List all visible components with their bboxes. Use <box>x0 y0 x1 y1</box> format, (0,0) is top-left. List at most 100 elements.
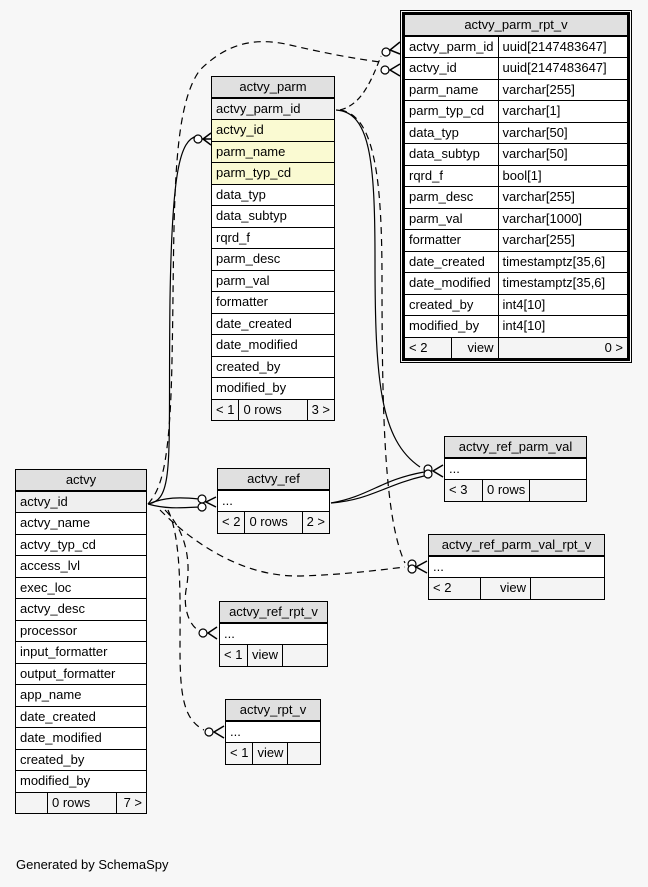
table-title[interactable]: actvy <box>15 469 147 492</box>
table-title[interactable]: actvy_parm_rpt_v <box>403 13 629 37</box>
column-name: date_modified <box>403 272 499 295</box>
edge-actvy-ref-to-actvy-ref-parm-val <box>330 471 425 504</box>
column-type: varchar[1000] <box>497 207 630 230</box>
column-name: data_typ <box>403 121 499 144</box>
column-row[interactable]: created_by <box>15 748 147 771</box>
column-row[interactable]: actvy_name <box>15 512 147 535</box>
column-ellipsis: ... <box>225 720 321 743</box>
column-row[interactable]: date_modified <box>211 334 335 357</box>
edge-optional-marker <box>380 65 390 75</box>
table-actvy-ref[interactable]: actvy_ref ... < 2 0 rows 2 > <box>216 468 331 534</box>
edge-optional-marker <box>197 502 207 512</box>
row-count: view <box>246 644 284 667</box>
column-row[interactable]: actvy_id <box>15 490 147 513</box>
column-row[interactable]: parm_name <box>211 140 335 163</box>
edge-crowfoot-marker <box>414 560 428 574</box>
column-row[interactable]: parm_desc <box>211 248 335 271</box>
column-row[interactable]: input_formatter <box>15 641 147 664</box>
column-row[interactable]: modified_by <box>15 770 147 793</box>
column-name: date_modified <box>211 334 335 357</box>
table-title[interactable]: actvy_rpt_v <box>225 699 321 722</box>
table-title[interactable]: actvy_ref_parm_val <box>444 436 587 459</box>
column-name: parm_val <box>403 207 499 230</box>
parents-count: < 2 <box>216 511 246 534</box>
edge-optional-marker <box>423 469 433 479</box>
table-actvy-ref-parm-val-rpt-v[interactable]: actvy_ref_parm_val_rpt_v ... < 2 view <box>428 534 605 600</box>
parents-count: < 1 <box>219 644 248 667</box>
edge-optional-marker <box>198 628 208 638</box>
column-type: timestamptz[35,6] <box>497 250 630 273</box>
column-row[interactable]: date_created <box>15 705 147 728</box>
column-ellipsis: ... <box>219 622 328 645</box>
column-type: varchar[255] <box>497 229 630 252</box>
column-row[interactable]: created_by <box>211 355 335 378</box>
table-title[interactable]: actvy_ref_rpt_v <box>219 601 328 624</box>
edge-crowfoot-marker <box>204 496 217 508</box>
generated-by-footer: Generated by SchemaSpy <box>16 857 169 872</box>
table-title[interactable]: actvy_ref <box>217 468 330 491</box>
column-row[interactable]: modified_by <box>211 377 335 400</box>
column-row[interactable]: actvy_parm_id <box>211 97 335 120</box>
table-title[interactable]: actvy_parm <box>211 76 335 99</box>
column-row[interactable]: access_lvl <box>15 555 147 578</box>
column-name: formatter <box>403 229 499 252</box>
edge-actvy-ref-to-actvy-ref-parm-val-2 <box>330 475 425 504</box>
column-name: access_lvl <box>15 555 147 578</box>
column-name: parm_name <box>403 78 499 101</box>
column-name: actvy_id <box>403 57 499 80</box>
row-count: 0 rows <box>47 791 117 814</box>
column-row[interactable]: data_subtyp <box>211 205 335 228</box>
column-name: output_formatter <box>15 662 147 685</box>
table-actvy-ref-rpt-v[interactable]: actvy_ref_rpt_v ... < 1 view <box>219 601 328 667</box>
parents-count: < 1 <box>210 398 240 421</box>
column-name: parm_name <box>211 140 335 163</box>
column-name: date_created <box>403 250 499 273</box>
column-row[interactable]: rqrd_f <box>211 226 335 249</box>
children-count <box>287 742 321 765</box>
column-row[interactable]: app_name <box>15 684 147 707</box>
column-row[interactable]: data_typ <box>211 183 335 206</box>
edge-optional-marker <box>407 564 417 574</box>
column-name: rqrd_f <box>211 226 335 249</box>
children-count: 3 > <box>306 398 336 421</box>
column-type: timestamptz[35,6] <box>497 272 630 295</box>
column-type: int4[10] <box>497 315 630 338</box>
column-type: uuid[2147483647] <box>497 57 630 80</box>
column-row[interactable]: date_modified <box>15 727 147 750</box>
table-actvy-ref-parm-val[interactable]: actvy_ref_parm_val ... < 3 0 rows <box>444 436 587 502</box>
table-title[interactable]: actvy_ref_parm_val_rpt_v <box>428 534 605 557</box>
column-row[interactable]: actvy_typ_cd <box>15 533 147 556</box>
column-row[interactable]: processor <box>15 619 147 642</box>
column-row[interactable]: actvy_id <box>211 119 335 142</box>
column-type: varchar[50] <box>497 121 630 144</box>
column-row[interactable]: date_created <box>211 312 335 335</box>
row-count: view <box>252 742 289 765</box>
row-count: view <box>480 577 531 600</box>
column-type: varchar[1] <box>497 100 630 123</box>
column-row[interactable]: parm_val <box>211 269 335 292</box>
column-row[interactable]: exec_loc <box>15 576 147 599</box>
column-name: actvy_name <box>15 512 147 535</box>
column-row[interactable]: formatter <box>211 291 335 314</box>
column-row[interactable]: actvy_desc <box>15 598 147 621</box>
column-row[interactable]: parm_typ_cd <box>211 162 335 185</box>
column-row[interactable]: output_formatter <box>15 662 147 685</box>
table-actvy-rpt-v[interactable]: actvy_rpt_v ... < 1 view <box>224 699 321 765</box>
